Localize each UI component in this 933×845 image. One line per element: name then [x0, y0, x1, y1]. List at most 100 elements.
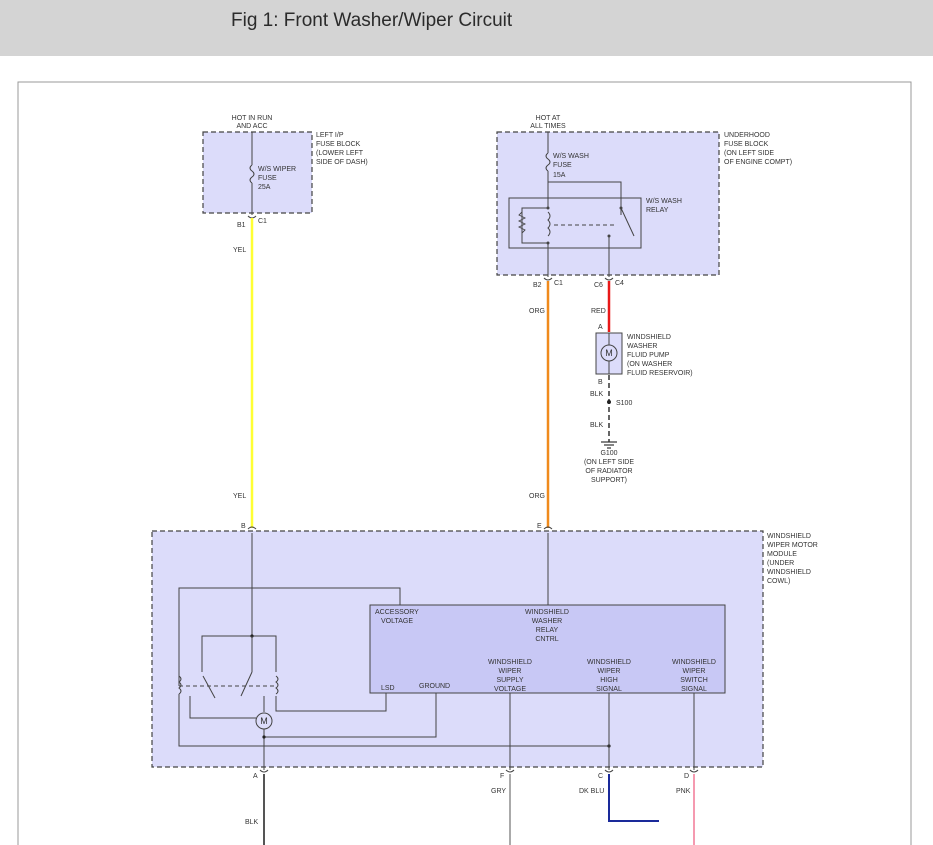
splice-s100 [607, 400, 611, 404]
pump-label-3: FLUID PUMP [627, 352, 670, 359]
left-fuse-label-1: W/S WIPER [258, 166, 296, 173]
module-pin-e: E [537, 523, 542, 530]
left-power-label-1: HOT IN RUN [232, 115, 273, 122]
connector-c-icon [604, 769, 614, 773]
left-connector-label: C1 [258, 218, 267, 225]
relay-switch-arm [620, 207, 635, 237]
gry-wire-label: GRY [491, 788, 506, 795]
underhood-name-1: UNDERHOOD [724, 132, 770, 139]
left-block-name-1: LEFT I/P [316, 132, 344, 139]
wash-fuse-label-3: 15A [553, 172, 566, 179]
ground-label-1: G100 [600, 450, 617, 457]
blk-wire-label-ground: BLK [590, 422, 604, 429]
pump-pin-b: B [598, 379, 603, 386]
supply-voltage-2: WIPER [499, 668, 522, 675]
module-pin-c: C [598, 773, 603, 780]
module-pin-a: A [253, 773, 258, 780]
washer-relay-cntrl-1: WINDSHIELD [525, 609, 569, 616]
left-fuse-block: HOT IN RUN AND ACC W/S WIPER FUSE 25A LE… [202, 115, 368, 229]
wash-fuse-label-1: W/S WASH [553, 153, 589, 160]
wiper-coil-right-icon [275, 675, 279, 695]
pump-label-5: FLUID RESERVOIR) [627, 370, 693, 377]
blk-wire-label-pump: BLK [590, 391, 604, 398]
figure-title: Fig 1: Front Washer/Wiper Circuit [231, 10, 513, 31]
accessory-voltage-1: ACCESSORY [375, 609, 419, 616]
diagram-frame [17, 81, 912, 845]
switch-signal-3: SWITCH [680, 677, 708, 684]
left-fuse-label-3: 25A [258, 184, 271, 191]
pump-pin-a: A [598, 324, 603, 331]
pump-motor-symbol: M [605, 348, 613, 358]
module-label-3: MODULE [767, 551, 797, 558]
module-pin-d: D [684, 773, 689, 780]
connector-c1-underhood-icon [543, 277, 553, 281]
high-signal-2: WIPER [598, 668, 621, 675]
lsd-label: LSD [381, 685, 395, 692]
ground-pin-label: GROUND [419, 683, 450, 690]
washer-relay-cntrl-2: WASHER [532, 618, 562, 625]
relay-coil-icon [547, 211, 551, 237]
wash-fuse-symbol-icon [545, 152, 551, 172]
wash-relay-box [508, 197, 642, 249]
module-label-6: COWL) [767, 578, 790, 585]
connector-c4-underhood-icon [604, 277, 614, 281]
yel-wire-label-top: YEL [233, 247, 246, 254]
pump-label-1: WINDSHIELD [627, 334, 671, 341]
relay-label-1: W/S WASH [646, 198, 682, 205]
module-label-4: (UNDER [767, 560, 794, 567]
connector-d-icon [689, 769, 699, 773]
washer-relay-cntrl-3: RELAY [536, 627, 559, 634]
underhood-name-2: FUSE BLOCK [724, 141, 769, 148]
wash-fuse-label-2: FUSE [553, 162, 572, 169]
supply-voltage-3: SUPPLY [496, 677, 523, 684]
module-label-1: WINDSHIELD [767, 533, 811, 540]
relay-label-2: RELAY [646, 207, 669, 214]
module-controller-box [369, 604, 726, 694]
supply-voltage-4: VOLTAGE [494, 686, 526, 693]
accessory-voltage-2: VOLTAGE [381, 618, 413, 625]
blk-wire-label-module: BLK [245, 819, 259, 826]
left-block-name-3: (LOWER LEFT [316, 150, 364, 157]
dkblu-wire-label: DK BLU [579, 788, 604, 795]
fuse-symbol-icon [249, 164, 255, 184]
connector-c1-left-icon [247, 215, 257, 219]
wiper-motor-icon [255, 712, 273, 730]
splice-label: S100 [616, 400, 632, 407]
washer-relay-cntrl-4: CNTRL [535, 636, 558, 643]
left-block-name-2: FUSE BLOCK [316, 141, 361, 148]
left-power-label-2: AND ACC [236, 123, 267, 130]
org-wire-label-top: ORG [529, 308, 545, 315]
ground-g100-icon [601, 441, 617, 449]
yel-wire-label-bottom: YEL [233, 493, 246, 500]
left-pin-label: B1 [237, 222, 246, 229]
red-wire-label: RED [591, 308, 606, 315]
high-signal-3: HIGH [600, 677, 618, 684]
connector-b-icon [247, 526, 257, 530]
wiper-switch-right [240, 671, 253, 697]
org-wire-label-bottom: ORG [529, 493, 545, 500]
switch-signal-2: WIPER [683, 668, 706, 675]
underhood-fuse-block: HOT AT ALL TIMES W/S WASH FUSE 15A UNDER… [496, 115, 792, 289]
underhood-power-label-1: HOT AT [536, 115, 561, 122]
underhood-name-3: (ON LEFT SIDE [724, 150, 774, 157]
left-fuse-block-box [202, 131, 313, 214]
wiper-motor-module: B E WINDSHIELD WIPER MOTOR MODULE (UNDER… [151, 523, 818, 780]
connector-e-icon [543, 526, 553, 530]
underhood-connector-right: C4 [615, 280, 624, 287]
supply-voltage-1: WINDSHIELD [488, 659, 532, 666]
connector-f-icon [505, 769, 515, 773]
relay-resistor-icon [517, 211, 527, 234]
underhood-name-4: OF ENGINE COMPT) [724, 159, 792, 166]
underhood-power-label-2: ALL TIMES [530, 123, 566, 130]
left-block-name-4: SIDE OF DASH) [316, 159, 368, 166]
header-bar: Fig 1: Front Washer/Wiper Circuit [0, 0, 933, 56]
pump-label-2: WASHER [627, 343, 657, 350]
underhood-pin-right: C6 [594, 282, 603, 289]
ground-label-3: OF RADIATOR [585, 468, 632, 475]
pnk-wire-label: PNK [676, 788, 691, 795]
module-pin-b: B [241, 523, 246, 530]
wiper-switch-left [202, 675, 216, 699]
module-pin-f: F [500, 773, 504, 780]
washer-pump: M WINDSHIELD WASHER FLUID PUMP (ON WASHE… [595, 332, 693, 377]
